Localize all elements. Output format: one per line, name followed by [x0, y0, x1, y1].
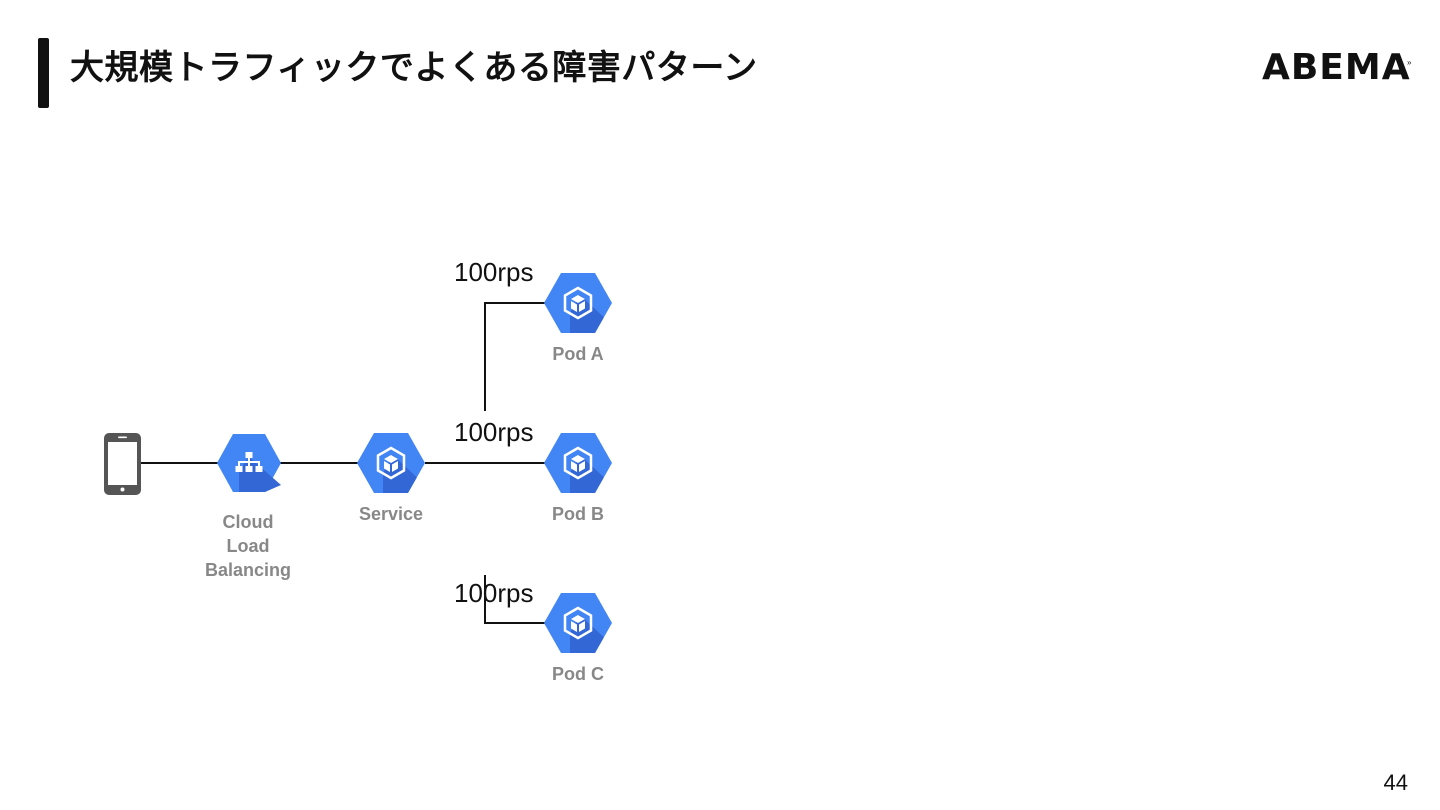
- connection-lines: [141, 302, 546, 624]
- title-accent-bar: [38, 38, 49, 108]
- slide-title: 大規模トラフィックでよくある障害パターン: [70, 48, 758, 88]
- pod-b-label: Pod B: [552, 504, 604, 524]
- lb-label-line-3: Balancing: [205, 560, 291, 580]
- lb-label-line-1: Cloud: [223, 512, 274, 532]
- pod-b-traffic-label: 100rps: [454, 417, 534, 447]
- line-to-pod-a: [484, 302, 546, 411]
- pod-c-label: Pod C: [552, 664, 604, 684]
- kubernetes-engine-icon: [544, 433, 612, 493]
- abema-logo: ABEMA: [1262, 47, 1411, 88]
- kubernetes-engine-icon: [357, 433, 425, 493]
- pod-a-label: Pod A: [552, 344, 603, 364]
- kubernetes-engine-icon: [544, 273, 612, 333]
- service-label: Service: [359, 504, 423, 524]
- pod-a-traffic-label: 100rps: [454, 257, 534, 287]
- page-number: 44: [1383, 770, 1408, 795]
- line-to-pod-c: [484, 575, 546, 624]
- cloud-load-balancing-icon: [217, 434, 281, 492]
- kubernetes-engine-icon: [544, 593, 612, 653]
- load-balancer-label: Cloud Load Balancing: [205, 512, 291, 580]
- logo-mark: »: [1407, 58, 1412, 67]
- smartphone-icon: [104, 433, 141, 495]
- pod-c-traffic-label: 100rps: [454, 578, 534, 608]
- lb-label-line-2: Load: [227, 536, 270, 556]
